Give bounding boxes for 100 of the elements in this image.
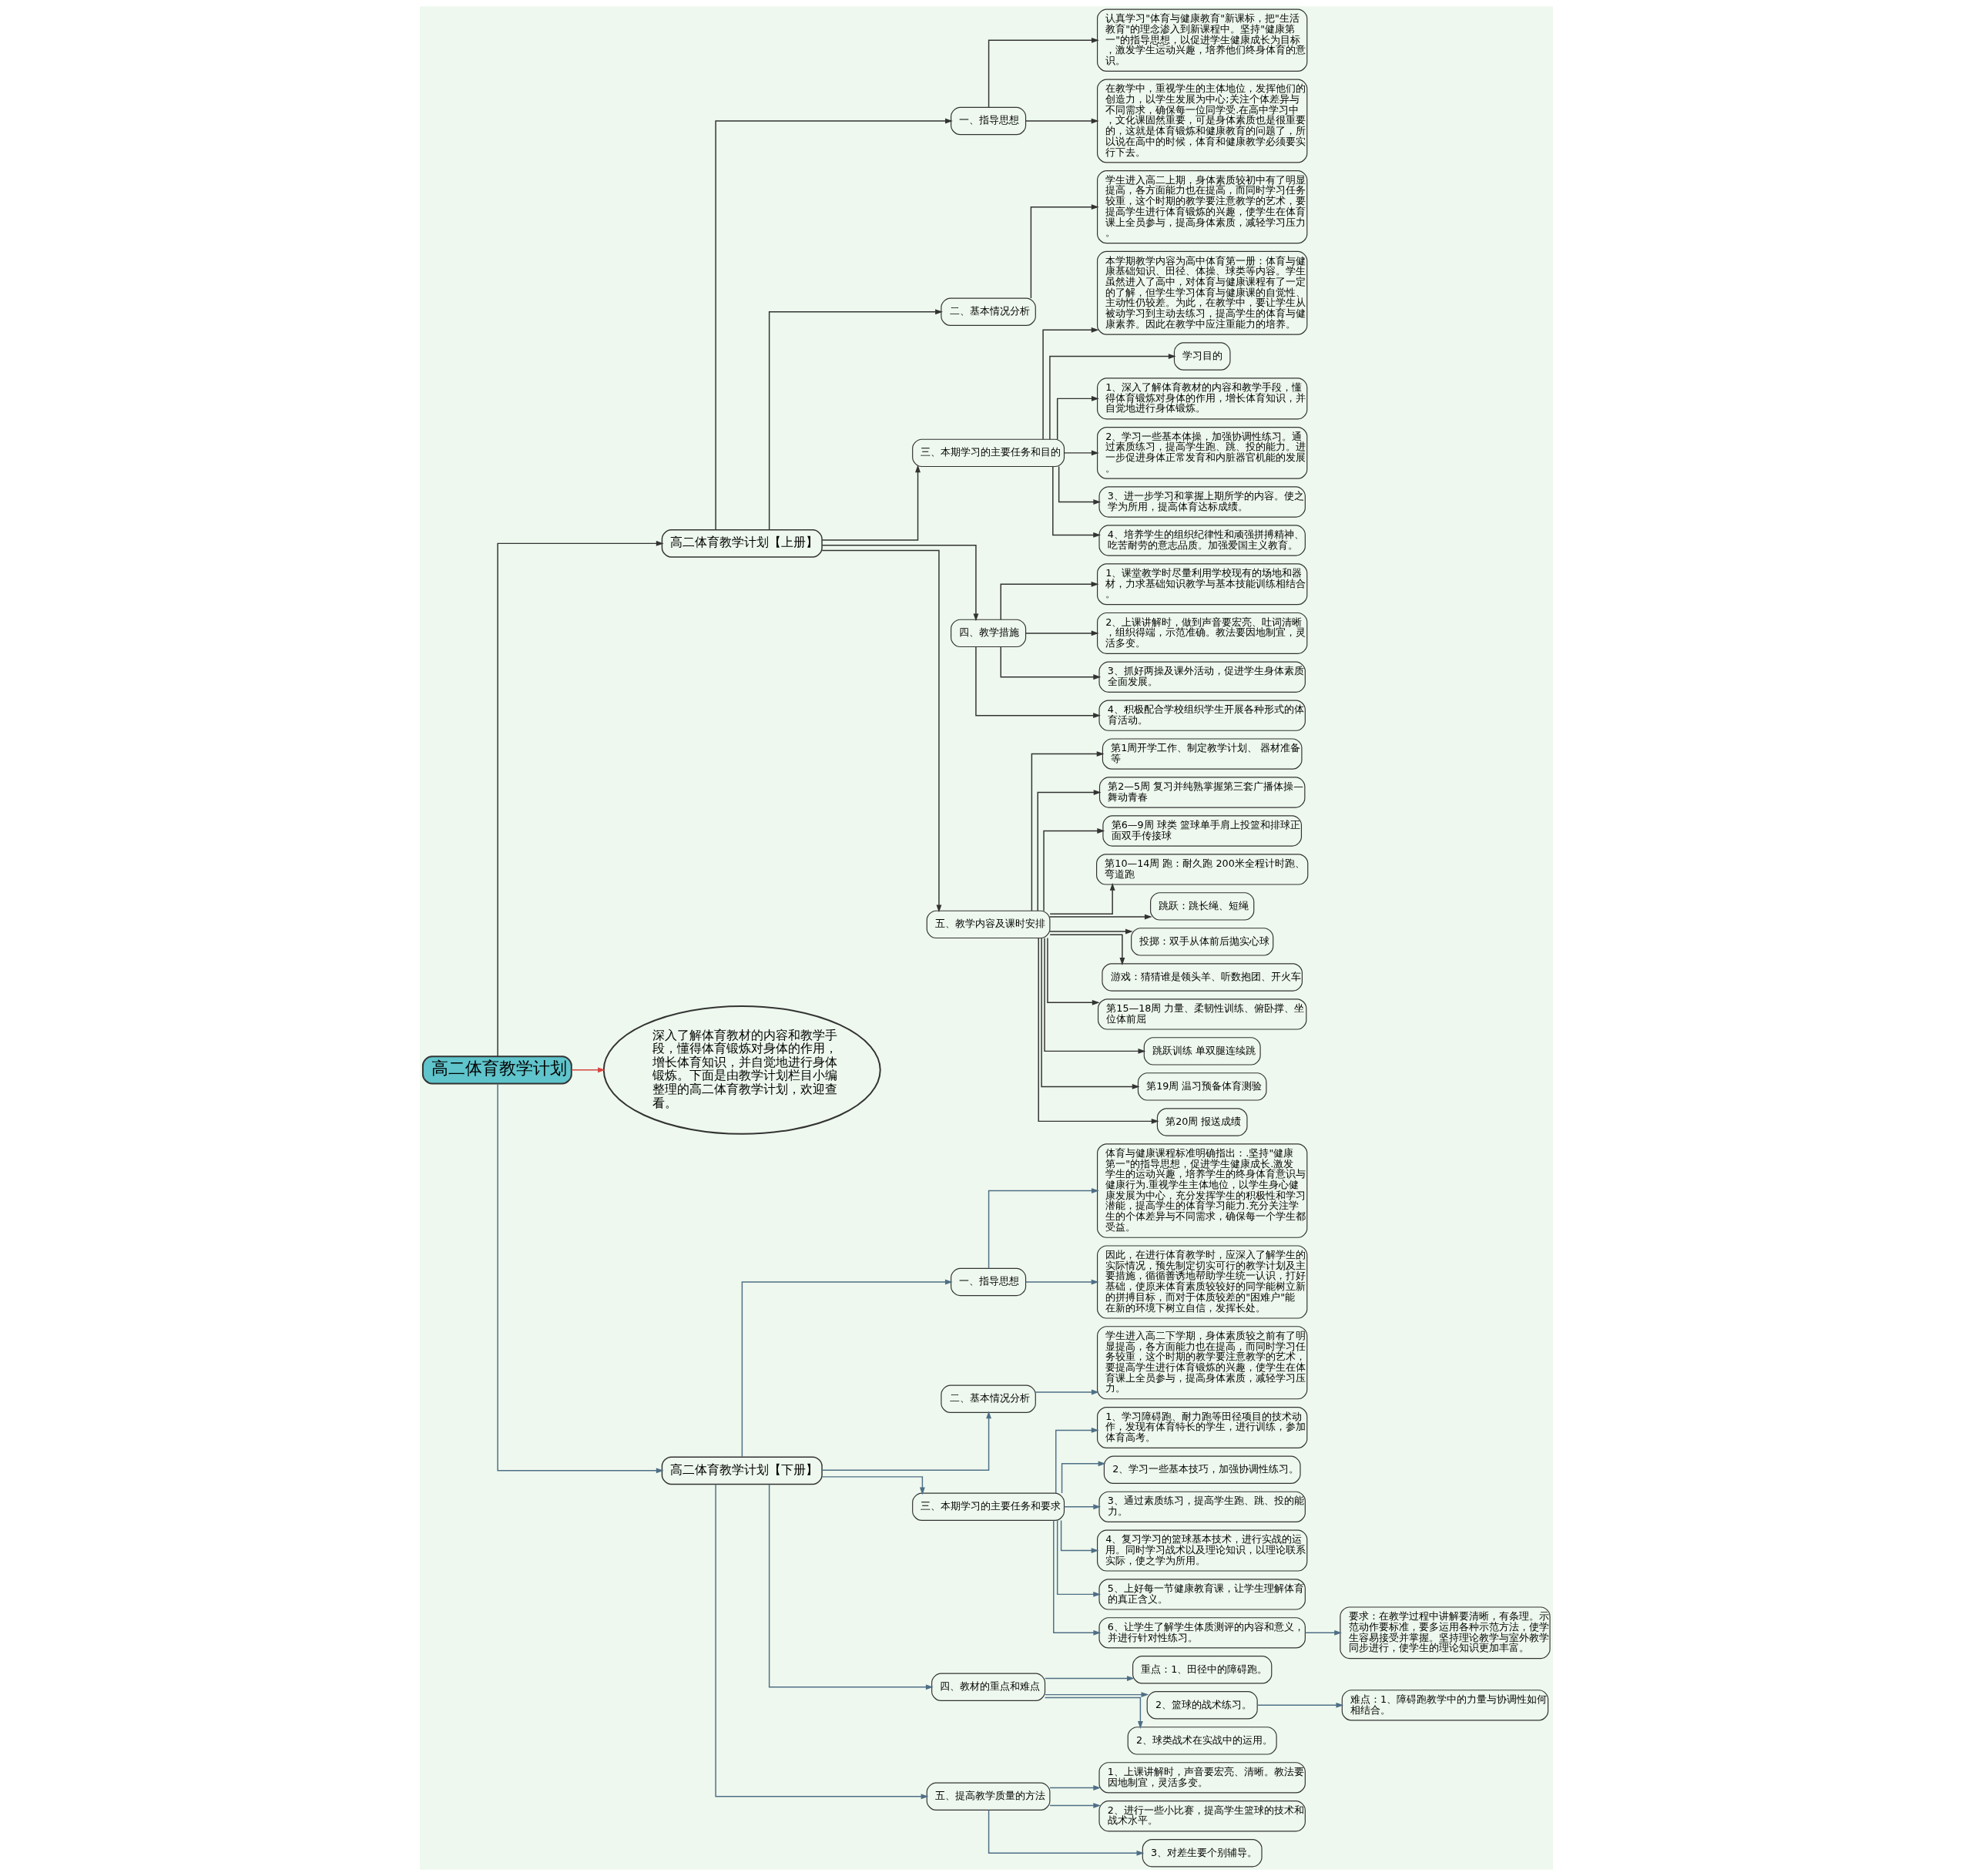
arrow (1048, 883, 1115, 915)
node-box: 在教学中，重视学生的主体地位，发挥他们的创造力，以学生发展为中心;关注个体差异与不同需求，确保每一位同学受.在高中学习中，文化课固然重要，可是身体素质也是很重要的，这就是体育锻炼和健康教育的问题了，所以说在高中的时候，体育和健康教学必须要实行下去。 (1096, 79, 1307, 163)
arrow (988, 1188, 1099, 1269)
arrow (1055, 1427, 1099, 1494)
arrow (768, 1484, 934, 1690)
arrow (1063, 450, 1099, 456)
arrow (1000, 646, 1101, 680)
node-box: 重点：1、田径中的障碍跑。 (1132, 1656, 1272, 1684)
node-box: 2、学习一些基本技巧，加强协调性练习。 (1103, 1455, 1301, 1485)
arrow (1031, 751, 1105, 911)
arrow (1044, 1676, 1135, 1681)
node-box: 投掷：双手从体前后抛实心球 (1130, 928, 1273, 956)
arrow (1025, 630, 1099, 636)
arrow (570, 1067, 605, 1073)
arrow (1043, 938, 1145, 1054)
arrow (821, 1476, 925, 1495)
node-box: 3、通过素质练习，提高学生跑、跳、投的能力。 (1098, 1491, 1306, 1522)
arrow (1044, 1696, 1143, 1729)
node-box: 6、让学生了解学生体质测评的内容和意义，并进行针对性练习。 (1098, 1617, 1306, 1649)
arrow (1037, 790, 1102, 911)
arrow (1048, 1785, 1101, 1790)
arrow (1256, 1702, 1343, 1708)
node-box: 第6—9周 球类 篮球单手肩上投篮和排球正面双手传接球 (1102, 815, 1302, 847)
arrow (1304, 1629, 1342, 1636)
node-box: 学生进入高二上期，身体素质较初中有了明显提高，各方面能力也在提高，而同时学习任务较重，这个时期的教学要注意教学的艺术，要提高学生进行体育锻炼的兴趣，使学生在体育课上全员参与，提高身体素质，减轻学习压力。 (1096, 170, 1307, 244)
arrow (1048, 1803, 1101, 1808)
node-box: 5、上好每一节健康教育课，让学生理解体育的真正含义。 (1098, 1579, 1306, 1610)
arrow (1041, 327, 1099, 440)
node-box: 三、本期学习的主要任务和目的 (911, 438, 1065, 468)
node-box: 4、积极配合学校组织学生开展各种形式的体育活动。 (1098, 700, 1306, 731)
node-box: 跳跃：跳长绳、短绳 (1149, 892, 1254, 921)
arrow (821, 1411, 991, 1472)
node-box: 高二体育教学计划【上册】 (661, 529, 823, 558)
node-box: 四、教材的重点和难点 (931, 1673, 1045, 1702)
arrow (496, 1083, 664, 1474)
arrow (496, 540, 664, 1057)
arrow (988, 1809, 1144, 1856)
arrow (1000, 581, 1098, 620)
arrow (714, 1483, 928, 1800)
node-box: 3、进一步学习和掌握上期所学的内容。使之学为所用，提高体育达标成绩。 (1098, 486, 1306, 518)
node-box: 跳跃训练 单双腿连续跳 (1143, 1037, 1261, 1066)
arrow (1056, 395, 1099, 440)
arrow (1037, 938, 1159, 1124)
node-box: 一、指导思想 (950, 1267, 1026, 1297)
arrow (988, 37, 1099, 108)
node-box: 学生进入高二下学期，身体素质较之前有了明显提高，各方面能力也在提高，而同时学习任务较重，这个时期的教学要注意教学的艺术，要提高学生进行体育锻炼的兴趣，使学生在体育课上全员参与，提高身体素质，减轻学习压力。 (1096, 1326, 1307, 1400)
node-box: 因此，在进行体育教学时，应深入了解学生的实际情况，预先制定切实可行的教学计划及主要措施，循循善诱地帮助学生统一认识，打好基础，使原来体育素质较较好的同学能树立新的拼搏目标，而对于体质较差的"困难户"能在新的环境下树立自信，发挥长处。 (1096, 1245, 1307, 1319)
arrow (1063, 1504, 1101, 1510)
node-box: 本学期教学内容为高中体育第一册：体育与健康基础知识、田径、体操、球类等内容。学生虽然进入了高中，对体育与健康课程有了一定的了解，但学生学习体育与健康课的自觉性、主动性仍较差。为此，在教学中，要让学生从被动学习到主动去练习，提高学生的体育与健康素养。因此在教学中应注重能力的培养。 (1096, 250, 1307, 335)
arrow (1046, 937, 1100, 1005)
arrow (1048, 934, 1125, 965)
arrow (821, 549, 941, 913)
arrow (821, 545, 978, 622)
arrow (1048, 914, 1152, 920)
node-box: 一、指导思想 (950, 106, 1026, 136)
arrow (1048, 928, 1133, 935)
node-box: 体育与健康课程标准明确指出：.坚持"健康第一"的指导思想，促进学生健康成长.激发学生的运动兴趣，培养学生的终身体育意识与健康行为.重视学生主体地位，以学生身心健康发展为中心，充分发挥学生的积极性和学习潜能，提高学生的体育学习能力.充分关注学生的个体差异与不同需求，确保每一个学生都受益。 (1096, 1143, 1307, 1238)
arrow (1030, 204, 1099, 299)
arrow (1044, 1692, 1149, 1698)
node-box: 第19周 温习预备体育测验 (1137, 1072, 1266, 1101)
node-box: 第20周 报送成绩 (1156, 1108, 1248, 1136)
node-box: 第1周开学工作、制定教学计划、 器材准备等 (1102, 738, 1302, 770)
node-box: 五、提高教学质量的方法 (926, 1782, 1050, 1811)
arrow (821, 465, 921, 541)
node-box: 4、复习学习的篮球基本技术，进行实战的运用。同时学习战术以及理论知识，以理论联系实际，使之学为所用。 (1096, 1529, 1307, 1572)
arrow (1060, 1519, 1098, 1554)
node-box: 2、进行一些小比赛，提高学生篮球的技术和战术水平。 (1098, 1800, 1306, 1832)
arrow (1040, 938, 1140, 1089)
node-box: 1、课堂教学时尽量利用学校现有的场地和器材，力求基础知识教学与基本技能训练相结合。 (1096, 563, 1307, 606)
arrow (1025, 118, 1099, 124)
node-box: 4、培养学生的组织纪律性和顽强拼搏精神、吃苦耐劳的意志品质。加强爱国主义教育。 (1098, 525, 1306, 556)
node-box: 2、篮球的战术练习。 (1146, 1691, 1258, 1720)
arrow (714, 118, 953, 531)
node-box: 三、本期学习的主要任务和要求 (911, 1492, 1065, 1521)
node-box: 3、对差生要个别辅导。 (1142, 1839, 1263, 1868)
arrow (974, 646, 1101, 719)
arrow (1058, 465, 1101, 505)
node-box: 高二体育教学计划【下册】 (661, 1456, 823, 1485)
arrow (768, 309, 943, 531)
arrow (741, 1279, 953, 1458)
node-box: 五、教学内容及课时安排 (926, 910, 1050, 939)
node-box: 3、抓好两操及课外活动，促进学生身体素质全面发展。 (1098, 661, 1306, 693)
arrow (1035, 1389, 1099, 1395)
node-box: 2、学习一些基本体操，加强协调性练习。通过素质练习，提高学生跑、跳、投的能力。进一步促进身体正常发育和内脏器官机能的发展。 (1096, 427, 1307, 479)
arrow (1042, 828, 1105, 911)
node-box: 第10—14周 跑：耐久跑 200米全程计时跑、弯道跑 (1095, 854, 1308, 885)
arrow (1048, 354, 1176, 440)
node-box: 第15—18周 力量、柔韧性训练、俯卧撑、坐位体前屈 (1097, 998, 1306, 1030)
node-box: 四、教学措施 (950, 619, 1026, 648)
arrow (1052, 1519, 1101, 1636)
node-box: 学习目的 (1173, 342, 1230, 371)
arrow (1051, 466, 1101, 538)
node-box: 二、基本情况分析 (940, 1384, 1036, 1413)
arrow (1025, 1279, 1099, 1285)
node-box: 1、深入了解体育教材的内容和教学手段，懂得体育锻炼对身体的作用，增长体育知识，并自觉地进行身体锻炼。 (1096, 378, 1307, 420)
node-box: 游戏：猜猜谁是领头羊、听数抱团、开火车 (1101, 963, 1303, 992)
node-box: 1、上课讲解时，声音要宏亮、清晰。教法要因地制宜，灵活多变。 (1098, 1762, 1306, 1794)
node-box: 难点：1、障碍跑教学中的力量与协调性如何相结合。 (1341, 1690, 1548, 1721)
node-box: 二、基本情况分析 (940, 297, 1036, 326)
node-box: 第2—5周 复习并纯熟掌握第三套广播体操—舞动青春 (1098, 777, 1305, 808)
